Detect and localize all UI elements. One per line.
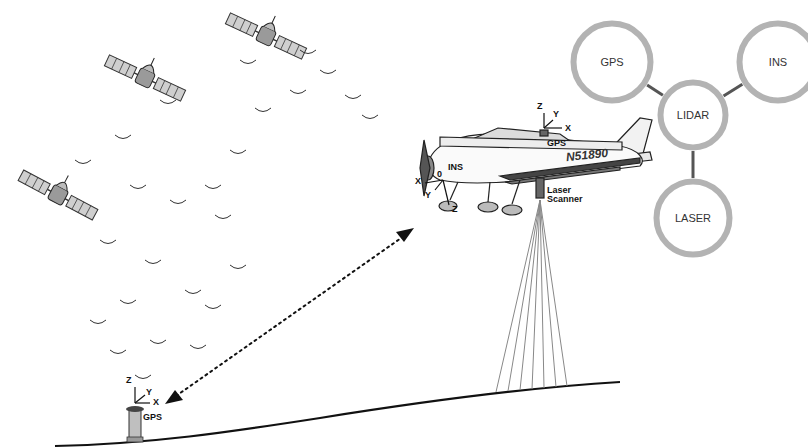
signal-arc (150, 340, 166, 344)
signal-arc (255, 108, 271, 112)
signal-arc (362, 115, 378, 119)
axis-label: X (153, 398, 159, 407)
signal-arc (110, 350, 126, 354)
signal-arc (190, 345, 206, 349)
axis-label: Y (146, 388, 152, 397)
circle-ring (657, 182, 730, 255)
axis-label: Z (537, 102, 543, 111)
signal-arc (75, 160, 91, 164)
component-label: INS (769, 56, 787, 68)
signal-arc (115, 135, 131, 139)
component-circle: LIDAR (657, 79, 729, 151)
signal-arc (230, 150, 246, 154)
device-label: INS (448, 163, 463, 172)
axis-label: X (415, 177, 421, 186)
signal-arc (160, 100, 176, 104)
signal-arc (185, 290, 201, 294)
axis-label: Y (553, 110, 559, 119)
signal-arc (205, 305, 221, 309)
axis-label: Z (452, 205, 458, 214)
axis-label: X (565, 124, 571, 133)
signal-arc (170, 200, 186, 204)
link-line (724, 84, 743, 96)
component-circle: INS (736, 20, 808, 104)
signal-arc (230, 265, 246, 269)
circle-ring (574, 24, 651, 101)
component-label: LIDAR (677, 109, 709, 121)
signal-arc (145, 260, 161, 264)
axis-label: Y (425, 191, 431, 200)
circle-ring (740, 24, 808, 101)
signal-arc (90, 320, 106, 324)
signal-arc (320, 70, 336, 74)
link-line (692, 151, 695, 178)
device-label: Laser Scanner (547, 186, 589, 205)
signal-arc (290, 90, 306, 94)
component-circle: LASER (653, 178, 733, 258)
component-circle: GPS (570, 20, 654, 104)
signal-arc (345, 95, 361, 99)
link-line (647, 85, 663, 95)
signal-arc (300, 50, 316, 54)
signal-arc (240, 60, 256, 64)
axis-label: Z (126, 376, 132, 385)
device-label: GPS (547, 139, 566, 148)
component-label: LASER (675, 212, 711, 224)
device-label: GPS (143, 413, 162, 422)
signal-arc (205, 185, 221, 189)
circle-ring (661, 83, 726, 148)
component-label: GPS (600, 56, 623, 68)
signal-arc (100, 240, 116, 244)
signal-arc (135, 375, 151, 379)
signal-arc (130, 185, 146, 189)
signal-arc (120, 300, 136, 304)
signal-arc (215, 215, 231, 219)
axis-label: 0 (437, 170, 442, 179)
